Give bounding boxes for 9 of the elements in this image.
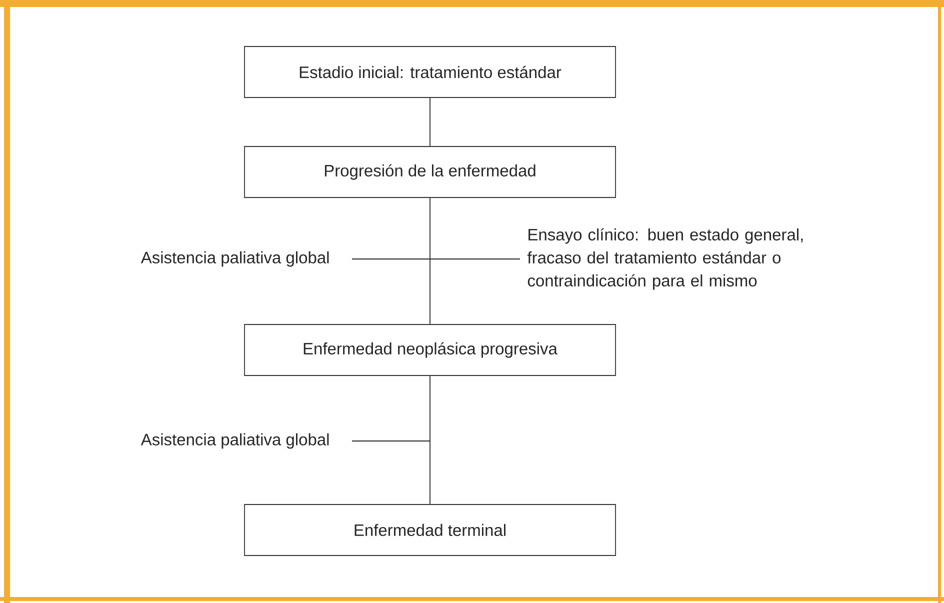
process-box: Estadio inicial: tratamiento estándar [244, 46, 616, 98]
connector-line [352, 258, 520, 260]
process-box: Enfermedad terminal [244, 504, 616, 556]
process-box: Progresión de la enfermedad [244, 146, 616, 198]
side-label: Asistencia paliativa global [140, 251, 329, 267]
connector-line [352, 440, 430, 442]
process-box: Enfermedad neoplásica progresiva [244, 324, 616, 376]
side-label: Ensayo clínico: buen estado general, fracaso del tratamiento estándar o contraindicación para el mismo [527, 228, 803, 290]
side-label: Asistencia paliativa global [140, 433, 329, 449]
